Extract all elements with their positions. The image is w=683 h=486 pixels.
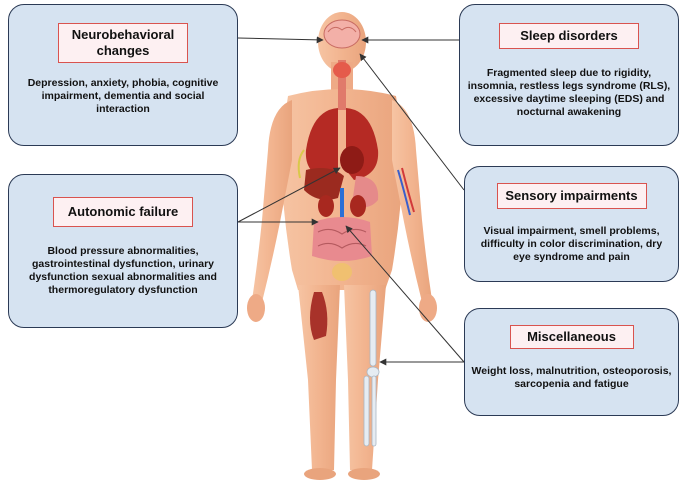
miscellaneous-box: Miscellaneous Weight loss, malnutrition,… [464,308,679,416]
autonomic-failure-description: Blood pressure abnormalities, gastrointe… [15,245,231,297]
heart-icon [340,146,364,174]
autonomic-failure-box: Autonomic failure Blood pressure abnorma… [8,174,238,328]
sleep-disorders-title: Sleep disorders [499,23,639,49]
neurobehavioral-description: Depression, anxiety, phobia, cognitive i… [15,77,231,116]
bladder-icon [332,263,352,281]
neurobehavioral-title: Neurobehavioral changes [58,23,188,63]
miscellaneous-description: Weight loss, malnutrition, osteoporosis,… [471,365,672,391]
autonomic-failure-title: Autonomic failure [53,197,193,227]
sleep-disorders-description: Fragmented sleep due to rigidity, insomn… [466,67,672,119]
sleep-disorders-box: Sleep disorders Fragmented sleep due to … [459,4,679,146]
sensory-impairments-box: Sensory impairments Visual impairment, s… [464,166,679,282]
brain-icon [324,20,360,48]
arrow-neuro-brain [238,38,323,40]
sensory-impairments-description: Visual impairment, smell problems, diffi… [471,225,672,264]
neurobehavioral-box: Neurobehavioral changes Depression, anxi… [8,4,238,146]
sensory-impairments-title: Sensory impairments [497,183,647,209]
miscellaneous-title: Miscellaneous [510,325,634,349]
intestines-icon [312,217,372,261]
